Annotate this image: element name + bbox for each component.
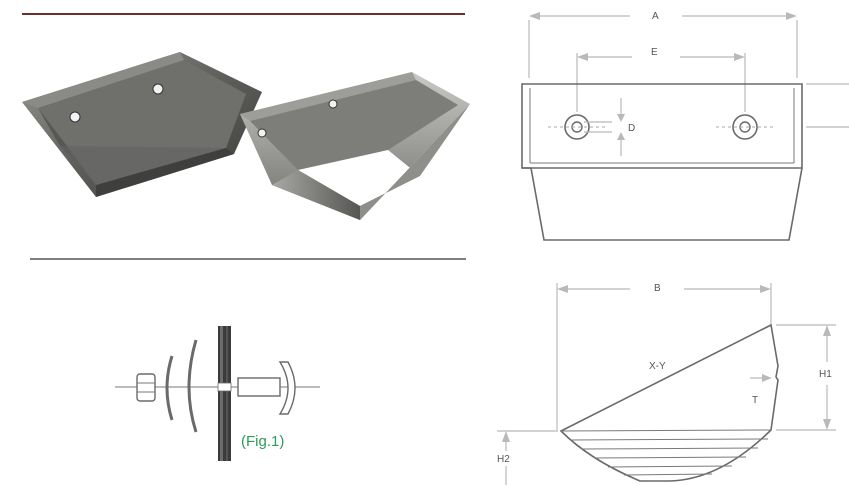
label-xy: X-Y bbox=[649, 361, 666, 372]
bolt-hole bbox=[152, 83, 164, 95]
bucket-side-view: B X-Y T H1 bbox=[497, 283, 836, 485]
bolt-part bbox=[237, 361, 296, 415]
label-d: D bbox=[628, 123, 635, 134]
dimension-h1: H1 bbox=[776, 324, 836, 431]
curved-washer bbox=[187, 339, 198, 433]
dimension-d: D bbox=[584, 98, 635, 156]
label-h2: H2 bbox=[497, 454, 510, 465]
dimension-t: T bbox=[750, 374, 772, 406]
belt-section bbox=[217, 326, 232, 461]
label-b: B bbox=[654, 283, 661, 294]
dimension-a: A bbox=[528, 11, 798, 78]
bolt-hole bbox=[69, 111, 81, 123]
nut-part bbox=[136, 373, 156, 402]
curved-washer bbox=[165, 355, 174, 421]
label-a: A bbox=[652, 11, 659, 22]
dimension-h2: H2 bbox=[497, 430, 558, 485]
bucket-front-view: A E bbox=[521, 11, 849, 241]
bolt-assembly-figure: (Fig.1) bbox=[115, 326, 320, 461]
bottom-hatching bbox=[569, 438, 769, 476]
bucket-photo-panel bbox=[22, 13, 470, 260]
fig1-caption: (Fig.1) bbox=[241, 433, 284, 450]
dimension-b: B bbox=[556, 283, 772, 430]
bucket-photo-right bbox=[240, 72, 470, 220]
bolt-hole bbox=[257, 128, 267, 138]
label-h1: H1 bbox=[819, 369, 832, 380]
bucket-photo-left bbox=[22, 52, 262, 197]
bolt-hole bbox=[328, 99, 338, 109]
label-e: E bbox=[651, 47, 658, 58]
label-t: T bbox=[752, 395, 758, 406]
dimension-e: E bbox=[576, 47, 746, 112]
